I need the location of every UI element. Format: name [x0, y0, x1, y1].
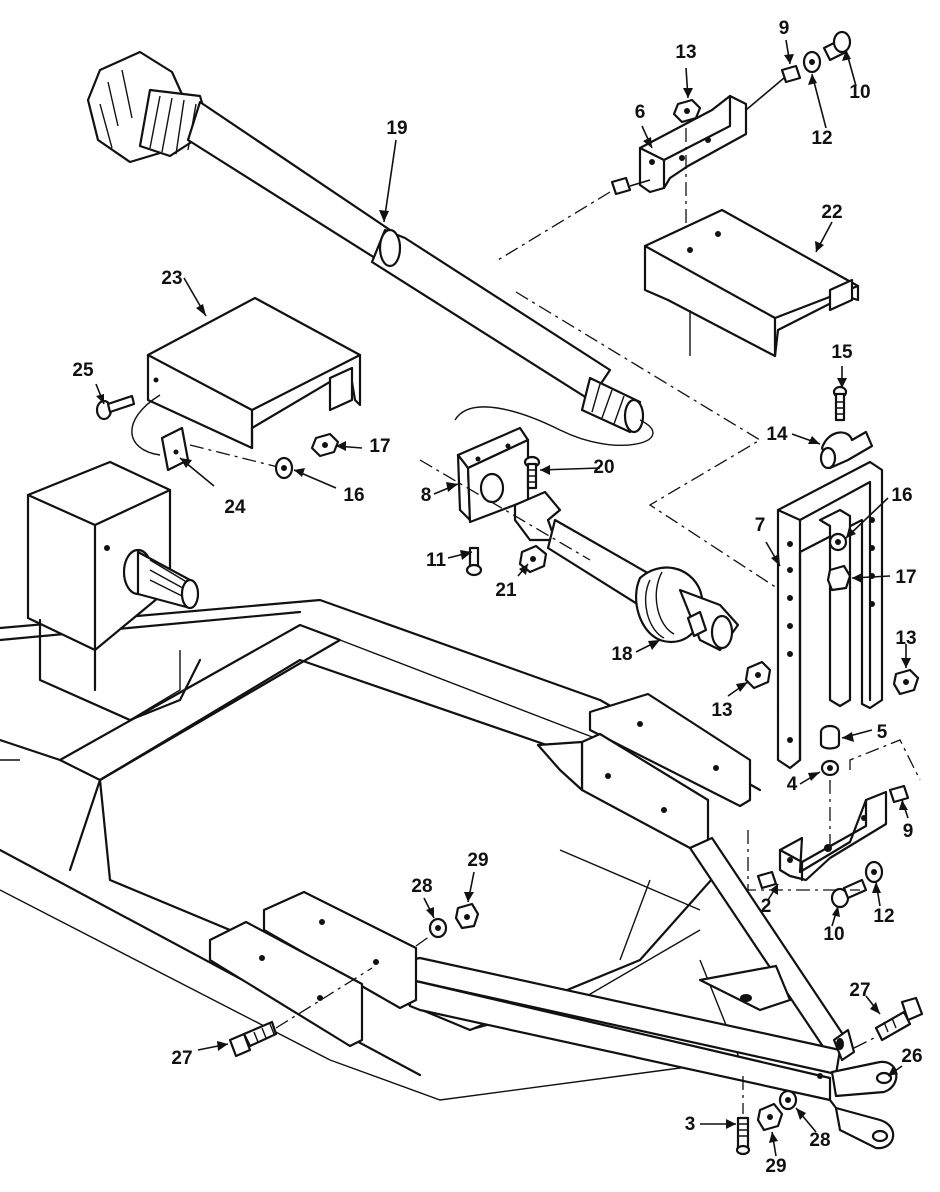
callout-labels: 19 23 25 24 17 16 8 11 20 21 18 13 6 9 1…: [72, 18, 922, 1177]
washer-28-top: [428, 917, 448, 939]
nut-13-top: [672, 98, 702, 124]
callout-8: 8: [421, 485, 432, 506]
hanger-7: [776, 460, 884, 770]
callout-9-lower: 9: [903, 821, 914, 842]
callout-15: 15: [831, 342, 853, 363]
callout-5: 5: [877, 722, 888, 743]
gearbox: [26, 460, 202, 722]
washer-4: [820, 759, 840, 777]
callout-12-top: 12: [811, 128, 832, 149]
hitch-mount-plates: [536, 692, 752, 850]
pin-9-lower: [888, 784, 910, 804]
bolt-25: [95, 394, 136, 421]
callout-6: 6: [635, 102, 646, 123]
bolt-15: [832, 385, 848, 422]
pin-left: [610, 176, 632, 196]
callout-18: 18: [611, 644, 632, 665]
callout-24: 24: [224, 497, 246, 518]
callout-13-top: 13: [675, 42, 696, 63]
callout-2: 2: [761, 896, 772, 917]
spacer-5: [819, 724, 841, 750]
washer-12-lower: [864, 860, 884, 884]
callout-17-left: 17: [369, 436, 390, 457]
callout-28-top: 28: [411, 876, 432, 897]
bolt-27-left: [228, 1020, 278, 1058]
washer-16-left: [274, 456, 294, 480]
hitch-clevis-26: [828, 1028, 898, 1150]
bracket-2: [778, 790, 888, 882]
callout-4: 4: [787, 774, 798, 795]
washer-16-right: [828, 532, 848, 552]
callout-16-left: 16: [343, 485, 364, 506]
callout-14: 14: [766, 424, 788, 445]
callout-26: 26: [901, 1046, 922, 1067]
callout-10-top: 10: [849, 82, 870, 103]
shield-23: [131, 296, 362, 456]
callout-29-top: 29: [467, 850, 488, 871]
callout-10-lower: 10: [823, 924, 844, 945]
bracket-8: [456, 426, 530, 524]
callout-23: 23: [161, 268, 182, 289]
callout-3: 3: [685, 1114, 696, 1135]
nut-17-left: [310, 432, 340, 458]
callout-28-bottom: 28: [809, 1130, 830, 1151]
callout-13-left: 13: [711, 700, 732, 721]
bolt-27-right: [874, 996, 924, 1042]
callout-21: 21: [495, 580, 517, 601]
bolt-3: [735, 1116, 751, 1156]
callout-27-right: 27: [849, 980, 870, 1001]
callout-7: 7: [755, 515, 766, 536]
callout-27-left: 27: [171, 1048, 192, 1069]
callout-13-right: 13: [895, 628, 916, 649]
callout-22: 22: [821, 202, 842, 223]
washer-12-top: [802, 50, 822, 74]
callout-9-top: 9: [779, 18, 790, 39]
tongue-mount-plates: [208, 890, 418, 1048]
nut-13-right: [892, 668, 920, 696]
callout-16-right: 16: [891, 485, 912, 506]
washer-28-bottom: [778, 1089, 798, 1111]
driveshaft-19: [86, 50, 654, 446]
callout-25: 25: [72, 360, 94, 381]
callout-12-lower: 12: [873, 906, 894, 927]
nut-13-left: [744, 660, 772, 690]
nut-29-top: [454, 902, 480, 930]
callout-29-bottom: 29: [765, 1156, 786, 1177]
pin-left-lower: [756, 870, 778, 890]
callout-19: 19: [386, 118, 407, 139]
shield-22: [643, 208, 860, 358]
nut-17-right: [826, 564, 852, 592]
callout-17-right: 17: [895, 567, 916, 588]
driveshaft-18: [513, 490, 740, 652]
pin-9-top: [780, 64, 802, 84]
tongue-frame: [408, 836, 854, 1102]
clamp-14: [819, 430, 874, 470]
callout-20: 20: [593, 457, 614, 478]
bolt-10-lower: [830, 878, 868, 909]
callout-11: 11: [426, 550, 447, 571]
bolt-11: [465, 546, 483, 577]
bolt-20: [523, 455, 541, 490]
nut-29-bottom: [756, 1102, 784, 1132]
